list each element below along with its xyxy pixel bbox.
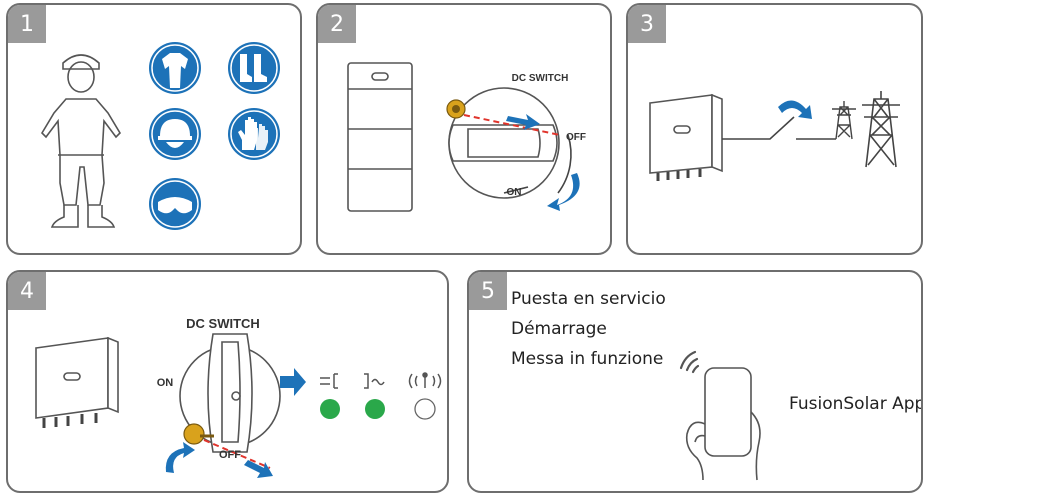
worker-figure xyxy=(40,54,122,228)
blue-arrow-icon xyxy=(244,460,273,478)
dc-switch-off-illustration: DC SWITCH OFF ON xyxy=(347,62,586,212)
step-5-panel: 5 Puesta en servicio Démarrage Messa in … xyxy=(467,270,923,493)
helmet-icon xyxy=(149,108,201,160)
rotary-switch xyxy=(179,333,281,453)
ac-led xyxy=(365,399,385,419)
commissioning-line-es: Puesta en servicio xyxy=(511,289,666,309)
on-label: ON xyxy=(157,377,174,389)
on-label: ON xyxy=(507,187,522,198)
commissioning-line-fr: Démarrage xyxy=(511,319,607,339)
blue-arrow-icon xyxy=(778,100,812,119)
step-number: 5 xyxy=(469,272,507,310)
step-number: 1 xyxy=(8,5,46,43)
indicator-arrow-icon xyxy=(280,368,306,396)
red-dashed-line xyxy=(463,114,561,136)
gloves-icon xyxy=(228,108,280,160)
grid-connect-illustration xyxy=(649,91,900,181)
inverter-icon xyxy=(649,93,723,181)
coverall-icon xyxy=(149,42,201,94)
commissioning-text: Puesta en servicio Démarrage Messa in fu… xyxy=(511,284,666,374)
off-label: OFF xyxy=(566,132,586,143)
step-number: 2 xyxy=(318,5,356,43)
dc-switch-on-illustration: DC SWITCH ON OFF xyxy=(35,316,442,478)
step-number: 4 xyxy=(8,272,46,310)
wifi-icon xyxy=(679,350,700,374)
ac-switch-icon xyxy=(722,116,836,140)
blue-arrow-icon xyxy=(506,114,540,130)
comm-led xyxy=(414,398,436,420)
inverter-icon xyxy=(35,336,119,428)
phone-in-hand-icon xyxy=(685,367,761,481)
step-4-panel: 4 DC SWITCH ON OFF xyxy=(6,270,449,493)
step-2-panel: 2 DC SWITCH OFF ON xyxy=(316,3,612,255)
lock-icon xyxy=(446,99,466,119)
dc-switch-label: DC SWITCH xyxy=(186,316,260,331)
commissioning-line-it: Messa in funzione xyxy=(511,349,664,369)
battery-stack xyxy=(347,62,413,212)
ppe-illustration xyxy=(40,42,280,230)
lock-icon xyxy=(183,423,214,445)
dc-led xyxy=(320,399,340,419)
step-1-panel: 1 xyxy=(6,3,302,255)
step-number: 3 xyxy=(628,5,666,43)
app-illustration xyxy=(679,350,761,481)
goggles-icon xyxy=(149,178,201,230)
safety-boots-icon xyxy=(228,42,280,94)
dc-switch-label: DC SWITCH xyxy=(512,73,569,84)
red-dashed-line xyxy=(203,439,271,469)
app-name-label: FusionSolar App xyxy=(789,394,923,414)
off-label: OFF xyxy=(219,449,241,461)
ac-indicator-icon xyxy=(364,373,385,389)
pylon-large-icon xyxy=(862,91,900,168)
pylon-small-icon xyxy=(832,101,856,140)
step-3-panel: 3 xyxy=(626,3,923,255)
comm-indicator-icon xyxy=(408,372,442,389)
rotate-arrow-icon xyxy=(165,442,195,473)
rotate-arrow-icon xyxy=(547,173,580,211)
rotary-switch xyxy=(448,87,572,199)
dc-indicator-icon xyxy=(320,373,338,389)
